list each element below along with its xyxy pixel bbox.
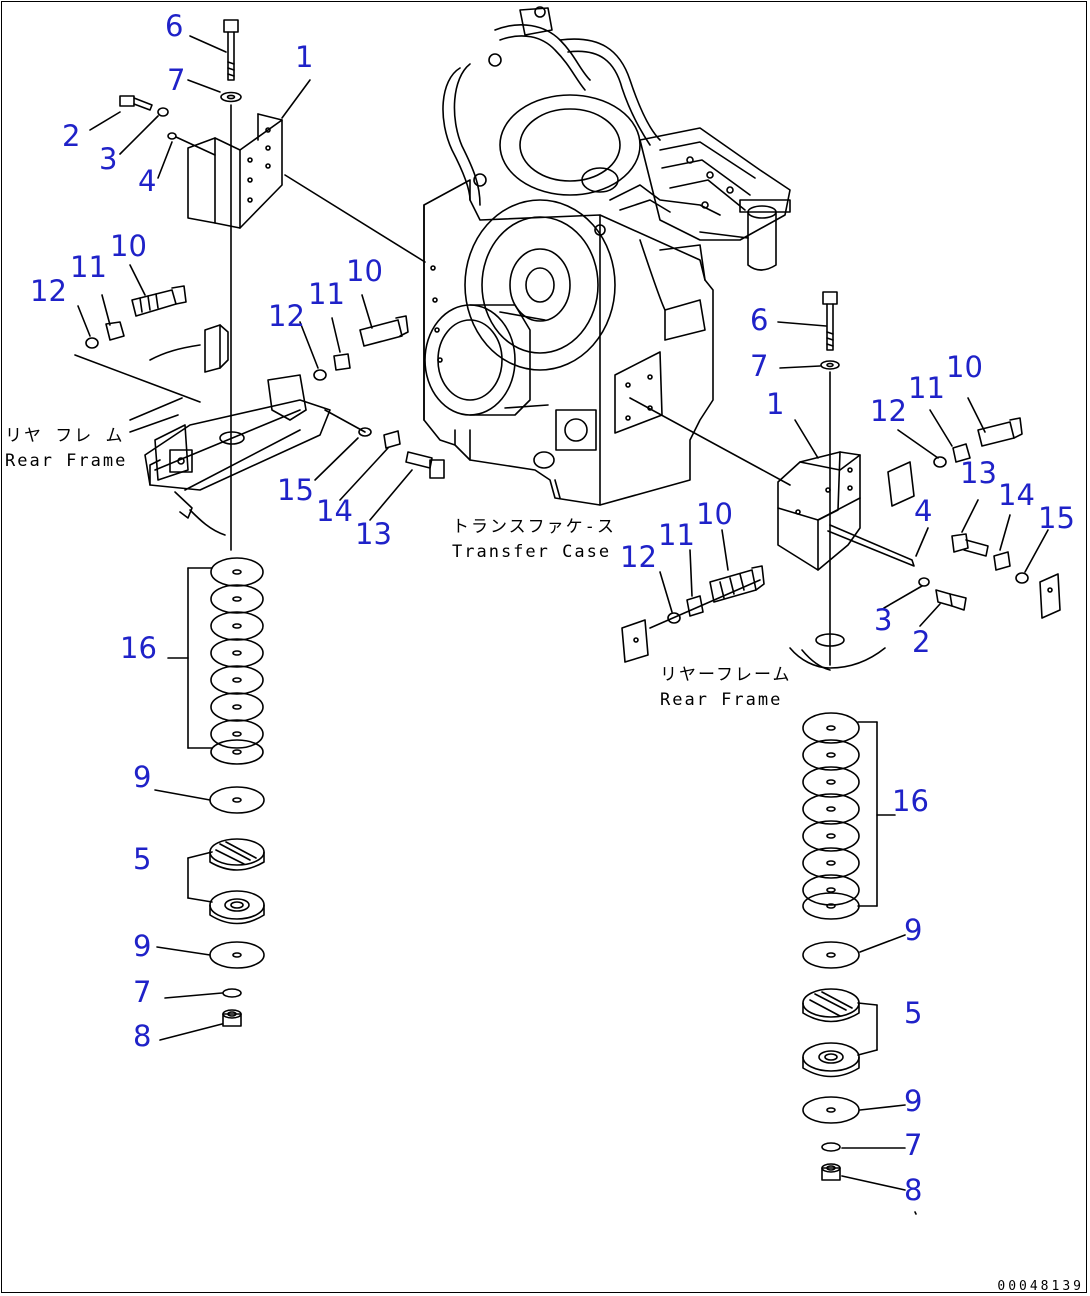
callout-right-16: 16 (892, 784, 929, 818)
callout-right-3: 3 (874, 603, 893, 637)
document-id: 00048139 (997, 1279, 1084, 1294)
callout-right-1: 1 (766, 387, 785, 421)
callout-right-7b: 7 (904, 1128, 923, 1162)
rear-frame-label-right-jp: リヤーフレーム (660, 665, 792, 685)
callout-left-3: 3 (99, 142, 118, 176)
callout-right-8: 8 (904, 1173, 923, 1207)
callout-right-2: 2 (912, 625, 931, 659)
callout-left-14: 14 (316, 494, 353, 528)
callout-left-11b: 11 (308, 277, 345, 311)
callout-left-2: 2 (62, 119, 81, 153)
right-mount-assembly (621, 291, 1061, 1215)
callout-right-4: 4 (914, 494, 933, 528)
callout-left-10a: 10 (110, 229, 147, 263)
callout-right-6: 6 (750, 303, 769, 337)
callout-right-10a: 10 (946, 350, 983, 384)
left-spring-stack (210, 557, 264, 765)
callout-right-15: 15 (1038, 501, 1075, 535)
callout-right-13: 13 (960, 456, 997, 490)
rear-frame-label-left-en: Rear Frame (5, 451, 128, 471)
callout-left-7b: 7 (133, 975, 152, 1009)
callout-right-11a: 11 (908, 371, 945, 405)
rear-frame-label-left-jp: リヤ フレ ム (5, 426, 125, 446)
callout-right-11b: 11 (658, 518, 695, 552)
transfer-case-label-en: Transfer Case (452, 542, 612, 562)
transfer-case-label-jp: トランスファケ-ス (452, 517, 616, 537)
left-bracket-leader (284, 174, 426, 263)
callout-left-5: 5 (133, 842, 152, 876)
callout-left-15: 15 (277, 473, 314, 507)
callout-left-9a: 9 (133, 760, 152, 794)
callout-right-7: 7 (750, 349, 769, 383)
callout-right-12b: 12 (620, 540, 657, 574)
callout-right-9a: 9 (904, 913, 923, 947)
callout-right-10b: 10 (696, 497, 733, 531)
callout-left-12a: 12 (30, 274, 67, 308)
rear-frame-label-right-en: Rear Frame (660, 690, 783, 710)
callout-right-5: 5 (904, 996, 923, 1030)
callout-left-7: 7 (167, 63, 186, 97)
right-bracket-leader (629, 397, 791, 486)
left-mount-assembly (74, 19, 445, 1041)
callout-left-11a: 11 (70, 250, 107, 284)
callout-left-12b: 12 (268, 299, 305, 333)
callout-left-13: 13 (355, 517, 392, 551)
callout-left-6: 6 (165, 9, 184, 43)
transfer-case-assembly (423, 6, 791, 506)
callout-left-8: 8 (133, 1019, 152, 1053)
callout-left-16: 16 (120, 631, 157, 665)
callout-left-1: 1 (295, 40, 314, 74)
callout-right-14: 14 (998, 478, 1035, 512)
callout-right-12a: 12 (870, 394, 907, 428)
callout-left-4: 4 (138, 164, 157, 198)
callout-left-9b: 9 (133, 929, 152, 963)
callout-left-10b: 10 (346, 254, 383, 288)
right-spring-stack (802, 712, 860, 920)
callout-right-9b: 9 (904, 1084, 923, 1118)
